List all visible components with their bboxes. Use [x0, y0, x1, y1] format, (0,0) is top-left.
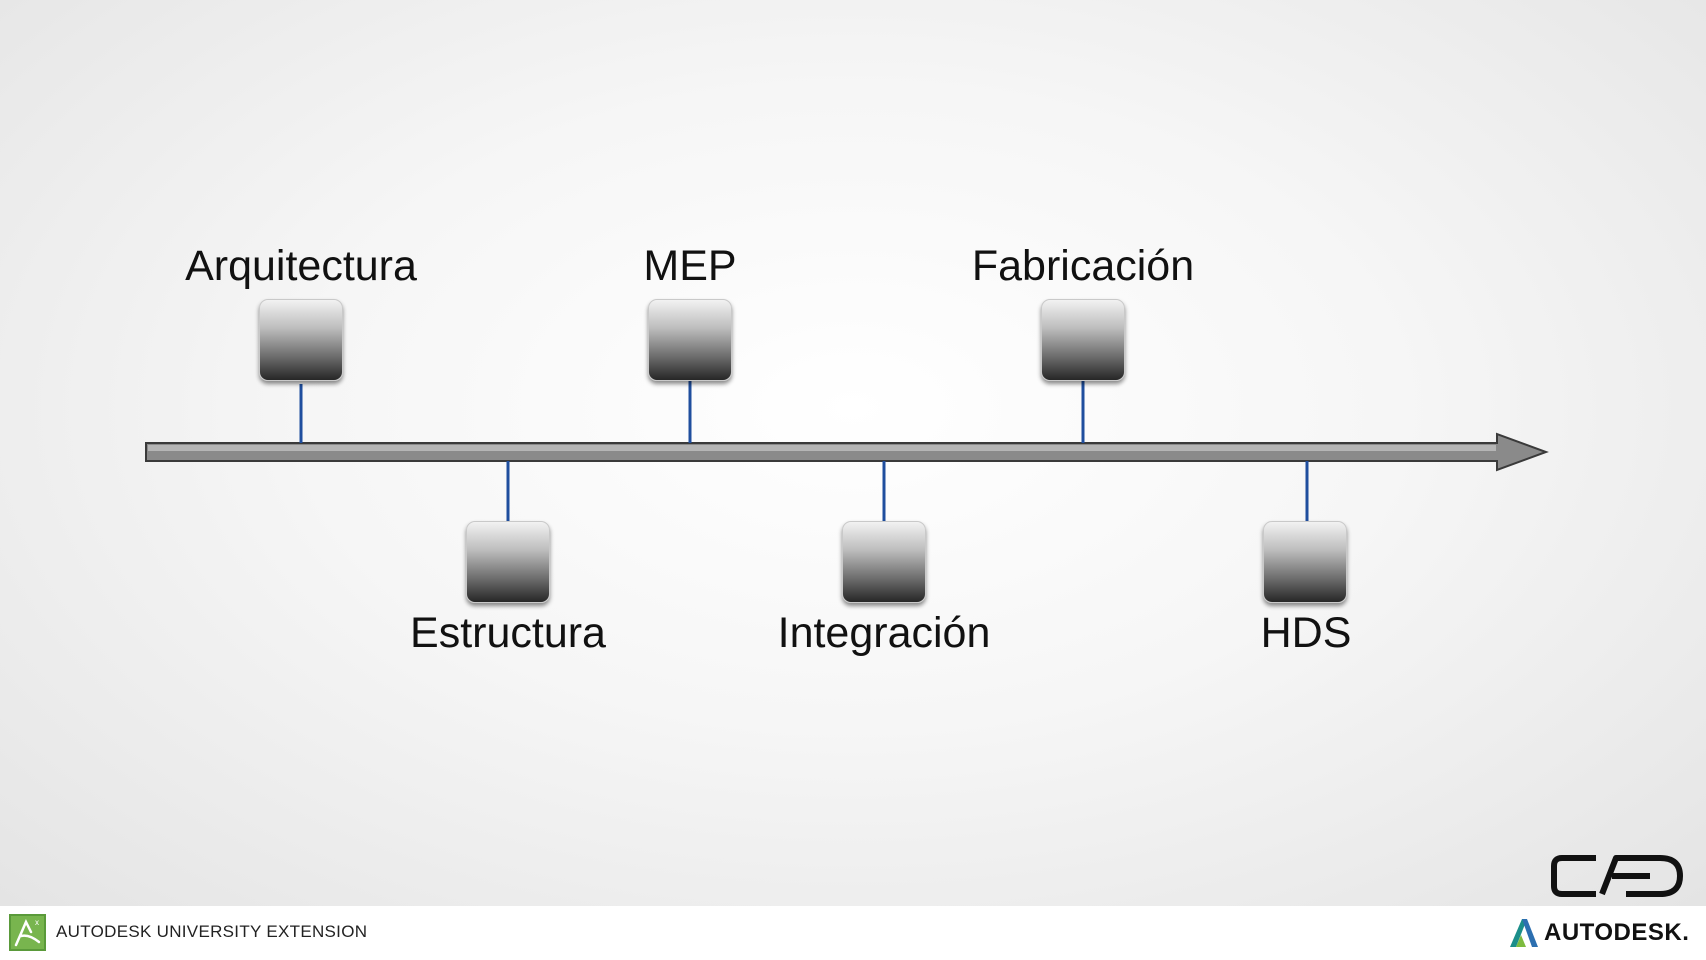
autodesk-university-logo: x: [9, 914, 46, 951]
milestone-label-integracion: Integración: [777, 609, 991, 657]
milestone-box-estructura: [466, 521, 550, 603]
timeline-diagram: [145, 380, 1549, 521]
timeline-arrow-highlight: [148, 445, 1496, 451]
milestone-box-integracion: [842, 521, 926, 603]
milestone-label-fabricacion: Fabricación: [971, 242, 1195, 290]
milestone-label-arquitectura: Arquitectura: [185, 242, 417, 290]
milestone-label-mep: MEP: [643, 242, 737, 290]
milestone-box-hds: [1263, 521, 1347, 603]
milestone-box-mep: [648, 299, 732, 381]
slide-background: Arquitectura MEP Fabricación Estructura …: [0, 0, 1706, 906]
autodesk-wordmark: AUTODESK.: [1544, 919, 1690, 946]
timeline-arrow: [145, 432, 1549, 472]
footer-event-name: AUTODESK UNIVERSITY EXTENSION: [56, 922, 368, 941]
milestone-box-arquitectura: [259, 299, 343, 381]
svg-text:x: x: [35, 918, 39, 927]
milestone-label-hds: HDS: [1260, 609, 1352, 657]
autodesk-logo-icon: [1510, 919, 1538, 947]
cad-logo: [1551, 855, 1683, 897]
milestone-label-estructura: Estructura: [410, 609, 606, 657]
milestone-box-fabricacion: [1041, 299, 1125, 381]
footer-bar: [0, 906, 1706, 960]
